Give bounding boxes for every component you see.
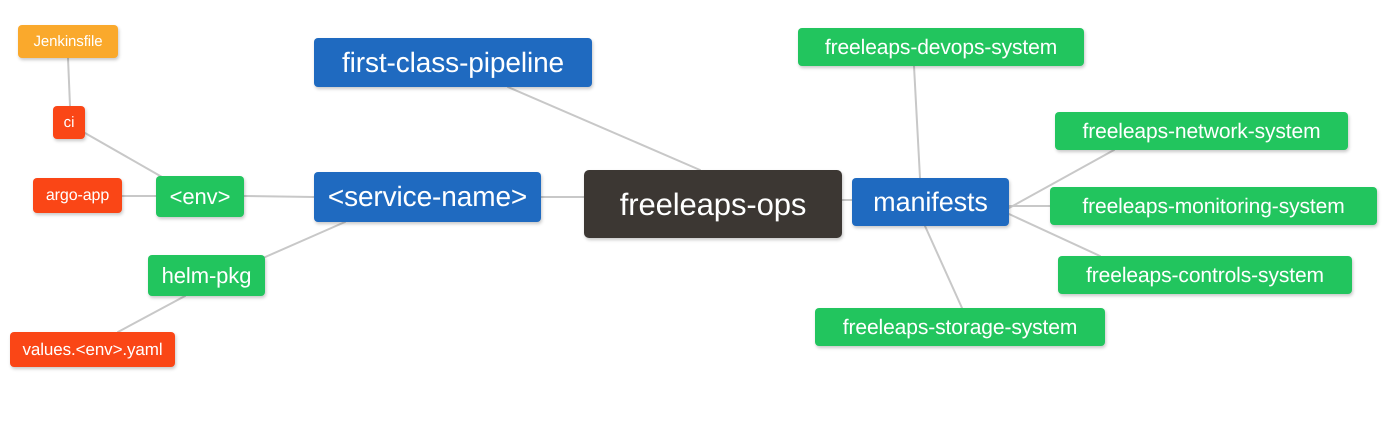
node-freeleaps-network-system[interactable]: freeleaps-network-system bbox=[1055, 112, 1348, 150]
node-label: argo-app bbox=[45, 186, 110, 204]
node-label: freeleaps-monitoring-system bbox=[1082, 194, 1345, 218]
edge-manifests-to-freeleaps-storage-system bbox=[924, 225, 963, 309]
node-label: freeleaps-devops-system bbox=[824, 35, 1058, 59]
node-freeleaps-devops-system[interactable]: freeleaps-devops-system bbox=[798, 28, 1084, 66]
node-label: values.<env>.yaml bbox=[22, 340, 163, 359]
node-argo-app[interactable]: argo-app bbox=[33, 178, 122, 213]
node-freeleaps-controls-system[interactable]: freeleaps-controls-system bbox=[1058, 256, 1352, 294]
node-jenkinsfile[interactable]: Jenkinsfile bbox=[18, 25, 118, 58]
edge-ci-to-env bbox=[84, 132, 163, 178]
node-freeleaps-ops[interactable]: freeleaps-ops bbox=[584, 170, 842, 238]
edge-manifests-to-freeleaps-devops-system bbox=[913, 65, 921, 179]
node-label: <service-name> bbox=[327, 181, 528, 212]
node-env[interactable]: <env> bbox=[156, 176, 244, 217]
edge-first-class-pipeline-to-freeleaps-ops bbox=[507, 86, 701, 171]
node-label: manifests bbox=[873, 186, 988, 217]
node-label: freeleaps-ops bbox=[619, 186, 807, 222]
node-freeleaps-monitoring-system[interactable]: freeleaps-monitoring-system bbox=[1050, 187, 1377, 225]
node-helm-pkg[interactable]: helm-pkg bbox=[148, 255, 265, 296]
edge-env-to-service-name bbox=[243, 195, 315, 198]
node-label: <env> bbox=[169, 183, 231, 209]
node-manifests[interactable]: manifests bbox=[852, 178, 1009, 226]
node-label: Jenkinsfile bbox=[33, 33, 103, 50]
node-values-yaml[interactable]: values.<env>.yaml bbox=[10, 332, 175, 367]
node-first-class-pipeline[interactable]: first-class-pipeline bbox=[314, 38, 592, 87]
node-label: helm-pkg bbox=[161, 262, 252, 288]
node-label: freeleaps-storage-system bbox=[842, 315, 1078, 339]
node-label: freeleaps-controls-system bbox=[1086, 263, 1324, 287]
node-label: freeleaps-network-system bbox=[1082, 119, 1321, 143]
node-label: ci bbox=[63, 114, 75, 131]
node-service-name[interactable]: <service-name> bbox=[314, 172, 541, 222]
node-freeleaps-storage-system[interactable]: freeleaps-storage-system bbox=[815, 308, 1105, 346]
node-label: first-class-pipeline bbox=[341, 46, 565, 78]
node-ci[interactable]: ci bbox=[53, 106, 85, 139]
edge-jenkinsfile-to-ci bbox=[67, 57, 71, 107]
edge-helm-pkg-to-service-name bbox=[262, 221, 346, 259]
edge-values-yaml-to-helm-pkg bbox=[117, 295, 186, 333]
